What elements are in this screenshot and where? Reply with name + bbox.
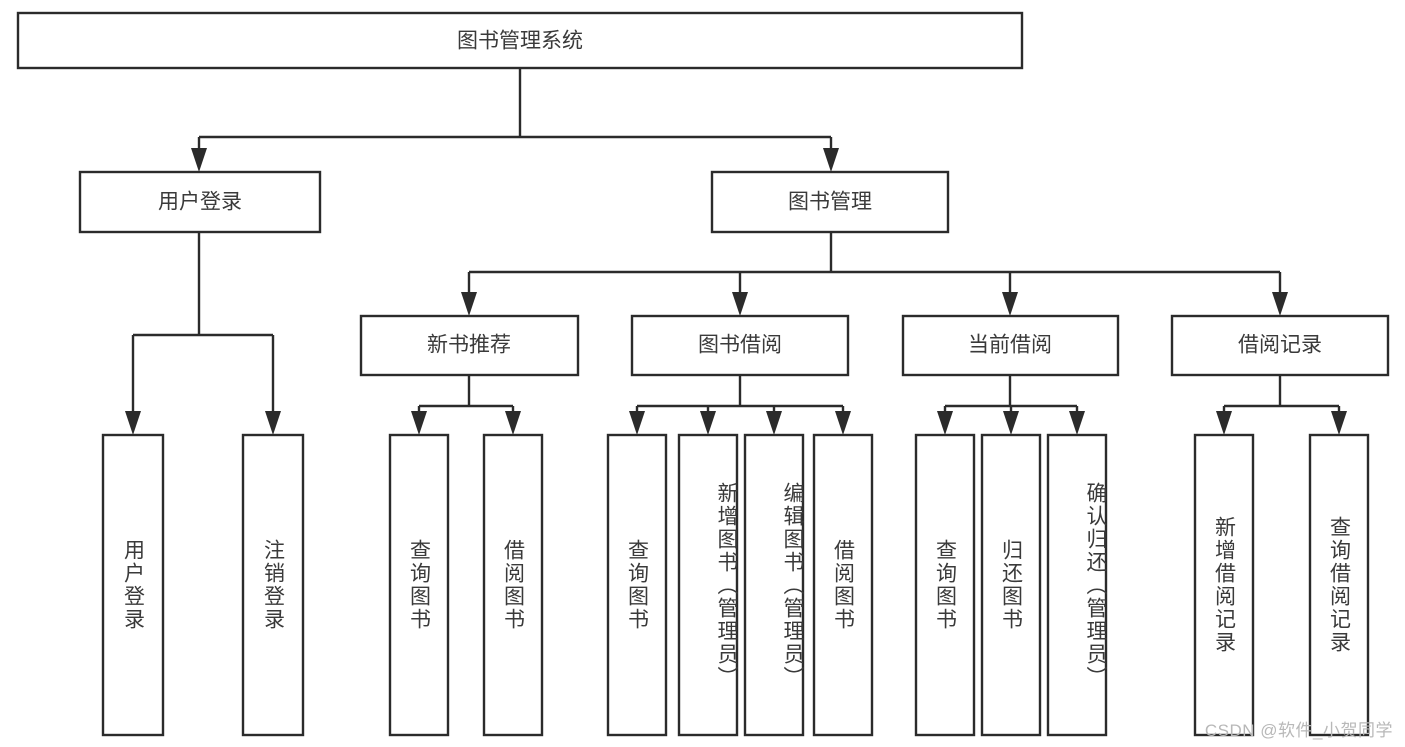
leaf-box-add-borrow-record[interactable] <box>1193 433 1255 737</box>
node-current-borrow[interactable]: 当前借阅 <box>901 314 1120 377</box>
leaf-box-add-book-admin[interactable] <box>677 433 739 737</box>
arrow-br-l2 <box>1331 411 1347 435</box>
node-root-label: 图书管理系统 <box>457 30 583 53</box>
arrow-cb-l3 <box>1069 411 1085 435</box>
arrow-bm-c4 <box>1272 292 1288 316</box>
arrow-nb-l2 <box>505 411 521 435</box>
node-user-login-box[interactable] <box>78 170 322 234</box>
arrow-bm-c2 <box>732 292 748 316</box>
node-current-borrow-label: 当前借阅 <box>968 334 1052 357</box>
node-borrow-record-label: 借阅记录 <box>1238 334 1322 357</box>
arrow-cb-l1 <box>937 411 953 435</box>
edge-group-root <box>191 68 839 172</box>
edge-group-book-mgmt <box>461 232 1288 316</box>
node-new-book-recommend[interactable]: 新书推荐 <box>359 314 580 377</box>
arrow-root-to-login <box>191 148 207 172</box>
node-user-login[interactable]: 用户登录 <box>78 170 322 234</box>
leaf-box-edit-book-admin[interactable] <box>743 433 805 737</box>
arrow-bb-l4 <box>835 411 851 435</box>
node-book-management-box[interactable] <box>710 170 950 234</box>
node-book-borrow[interactable]: 图书借阅 <box>630 314 850 377</box>
node-root-box[interactable] <box>16 11 1024 70</box>
arrow-bb-l1 <box>629 411 645 435</box>
edge-group-user-login <box>125 232 281 435</box>
arrow-br-l1 <box>1216 411 1232 435</box>
node-new-book-recommend-box[interactable] <box>359 314 580 377</box>
node-current-borrow-box[interactable] <box>901 314 1120 377</box>
node-root-system[interactable]: 图书管理系统 <box>16 11 1024 70</box>
arrow-bb-l3 <box>766 411 782 435</box>
node-book-management[interactable]: 图书管理 <box>710 170 950 234</box>
edge-group-book-borrow <box>629 375 851 435</box>
leaf-box-user-login[interactable] <box>101 433 165 737</box>
leaf-box-query-borrow-record[interactable] <box>1308 433 1370 737</box>
leaf-box-confirm-return-admin[interactable] <box>1046 433 1108 737</box>
arrow-cb-l2 <box>1003 411 1019 435</box>
leaf-box-return-book[interactable] <box>980 433 1042 737</box>
node-user-login-label: 用户登录 <box>158 191 242 214</box>
node-borrow-record[interactable]: 借阅记录 <box>1170 314 1390 377</box>
arrow-nb-l1 <box>411 411 427 435</box>
node-new-book-recommend-label: 新书推荐 <box>427 334 511 357</box>
edge-group-current-borrow <box>937 375 1085 435</box>
arrow-bb-l2 <box>700 411 716 435</box>
node-book-management-label: 图书管理 <box>788 191 872 214</box>
arrow-login-l1 <box>125 411 141 435</box>
node-book-borrow-box[interactable] <box>630 314 850 377</box>
leaf-box-borrow-book-2[interactable] <box>812 433 874 737</box>
arrow-bm-c1 <box>461 292 477 316</box>
leaf-box-query-book-2[interactable] <box>606 433 668 737</box>
leaf-box-query-book-3[interactable] <box>914 433 976 737</box>
arrow-login-l2 <box>265 411 281 435</box>
leaf-box-logout[interactable] <box>241 433 305 737</box>
arrow-bm-c3 <box>1002 292 1018 316</box>
node-borrow-record-box[interactable] <box>1170 314 1390 377</box>
arrow-root-to-bookmgmt <box>823 148 839 172</box>
csdn-watermark: CSDN @软件_小贺同学 <box>1204 721 1393 740</box>
leaf-box-query-book-1[interactable] <box>388 433 450 737</box>
edge-group-new-book <box>411 375 521 435</box>
edge-group-borrow-record <box>1216 375 1347 435</box>
node-book-borrow-label: 图书借阅 <box>698 334 782 357</box>
leaf-box-borrow-book-1[interactable] <box>482 433 544 737</box>
